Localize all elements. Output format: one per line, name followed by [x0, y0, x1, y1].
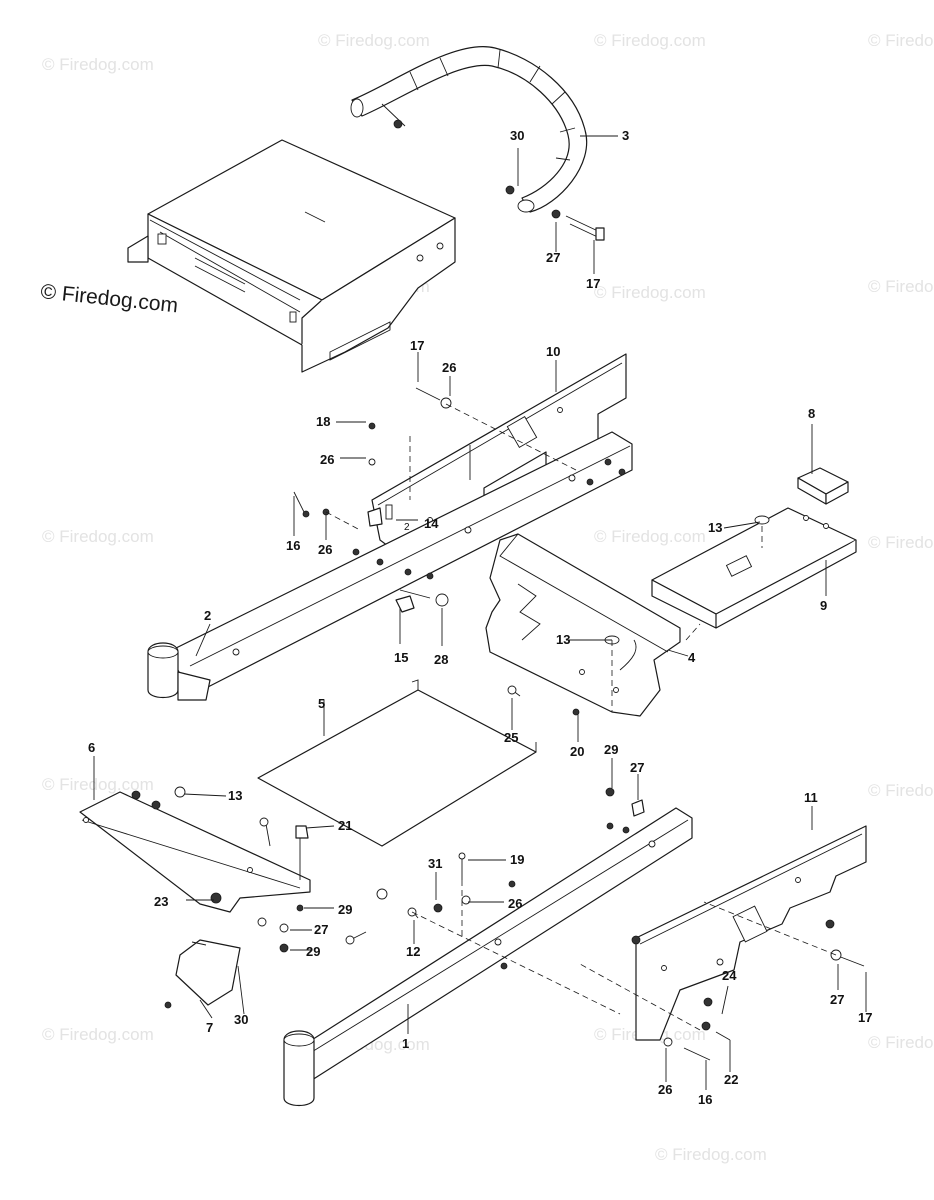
callout-20: 20: [570, 744, 584, 759]
callout-11: 11: [804, 790, 818, 805]
callout-12: 12: [406, 944, 420, 959]
floor-plate-5-part: [257, 679, 537, 847]
callout-24: 24: [722, 968, 737, 983]
watermark-text: © Firedog.com: [42, 775, 154, 794]
callout-3: 3: [622, 128, 629, 143]
plate-marking: 2: [404, 522, 410, 533]
callout-2: 2: [204, 608, 211, 623]
callout-26: 26: [318, 542, 332, 557]
battery-plate-9-part: [651, 507, 857, 629]
watermark-text: © Firedog.com: [655, 1145, 767, 1164]
callout-26: 26: [658, 1082, 672, 1097]
callout-5: 5: [318, 696, 325, 711]
callout-19: 19: [510, 852, 524, 867]
callout-13: 13: [708, 520, 722, 535]
callout-23: 23: [154, 894, 168, 909]
callout-16: 16: [698, 1092, 712, 1107]
callout-27: 27: [830, 992, 844, 1007]
watermark-text: © Firedog.com: [868, 277, 934, 296]
callout-8: 8: [808, 406, 815, 421]
callout-6: 6: [88, 740, 95, 755]
callout-9: 9: [820, 598, 827, 613]
callout-17: 17: [586, 276, 600, 291]
watermark-text: © Firedog.com: [42, 55, 154, 74]
callout-10: 10: [546, 344, 560, 359]
seat-pan-part: [127, 139, 456, 373]
callout-16: 16: [286, 538, 300, 553]
callout-17: 17: [410, 338, 424, 353]
callout-27: 27: [314, 922, 328, 937]
callout-7: 7: [206, 1020, 213, 1035]
center-bracket-4-part: [485, 533, 681, 717]
callout-labels: 3 30 27 17 10 17 26 18 26 14 16 26 2 15 …: [88, 128, 872, 1107]
watermark-text: © Firedog.com: [318, 31, 430, 50]
callout-26: 26: [442, 360, 456, 375]
watermark-text: © Firedog.com: [594, 283, 706, 302]
callout-4: 4: [688, 650, 696, 665]
handle-bar-part: [350, 46, 605, 241]
callout-30: 30: [510, 128, 524, 143]
callout-21: 21: [338, 818, 352, 833]
leader-lines: [93, 135, 867, 1090]
callout-29: 29: [338, 902, 352, 917]
fastener-hardware: [174, 387, 865, 1061]
callout-22: 22: [724, 1072, 738, 1087]
callout-27: 27: [546, 250, 560, 265]
callout-26: 26: [320, 452, 334, 467]
callout-18: 18: [316, 414, 330, 429]
callout-25: 25: [504, 730, 518, 745]
assembly-lines: [325, 403, 837, 1031]
battery-block-8-part: [797, 467, 849, 505]
side-plate-11-part: [631, 825, 867, 1041]
lift-bracket-7-part: [164, 939, 241, 1009]
callout-31: 31: [428, 856, 442, 871]
watermark-text: © Firedog.com: [868, 1033, 934, 1052]
watermark-text: © Firedog.com: [868, 31, 934, 50]
callout-13: 13: [556, 632, 570, 647]
watermark-text: © Firedog.com: [42, 1025, 154, 1044]
callout-17: 17: [858, 1010, 872, 1025]
callout-1: 1: [402, 1036, 409, 1051]
frame-rail-1-part: [283, 807, 693, 1107]
callout-15: 15: [394, 650, 408, 665]
callout-28: 28: [434, 652, 448, 667]
callout-14: 14: [424, 516, 439, 531]
callout-29: 29: [604, 742, 618, 757]
callout-29: 29: [306, 944, 320, 959]
frame-rail-2-part: [147, 431, 633, 701]
watermark-text: © Firedog.com: [594, 31, 706, 50]
watermark-text: © Firedog.com: [594, 527, 706, 546]
callout-26: 26: [508, 896, 522, 911]
watermark-text: © Firedog.com: [868, 533, 934, 552]
callout-27: 27: [630, 760, 644, 775]
watermark-text: © Firedog.com: [868, 781, 934, 800]
watermark-featured-text: © Firedog.com: [39, 280, 179, 317]
watermark-text: © Firedog.com: [42, 527, 154, 546]
front-bracket-6-part: [79, 790, 311, 913]
callout-30: 30: [234, 1012, 248, 1027]
callout-13: 13: [228, 788, 242, 803]
